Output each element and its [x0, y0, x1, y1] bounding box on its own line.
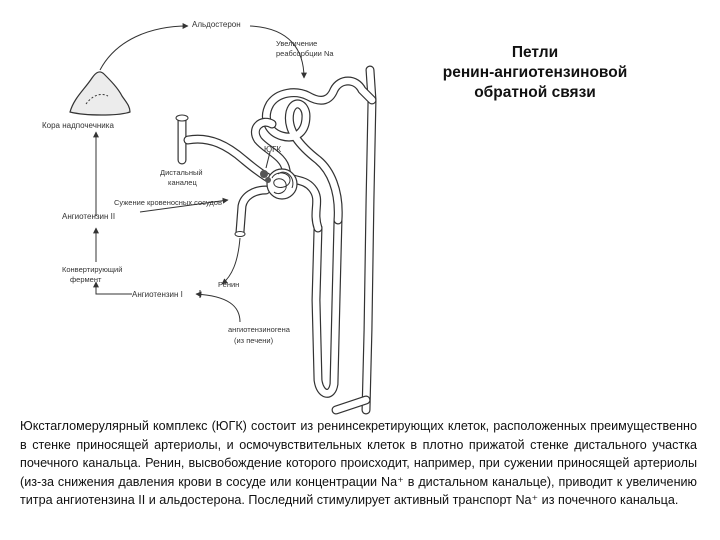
- label-adrenal-cortex: Кора надпочечника: [42, 121, 114, 130]
- label-angiotensinogen-line1: ангиотензиногена: [228, 325, 291, 334]
- arrow-angiotensin2-to-vessels: [139, 197, 229, 213]
- title-line3: обратной связи: [474, 84, 596, 101]
- arrow-aldosterone-to-kidney: [249, 25, 307, 79]
- label-distal-line1: Дистальный: [160, 168, 203, 177]
- label-converting-line1: Конвертирующий: [62, 265, 122, 274]
- arrow-angiotensinogen-to-angiotensin1: [195, 291, 241, 323]
- label-renin: Ренин: [218, 280, 239, 289]
- arrow-angiotensin1-to-angiotensin2: [93, 281, 132, 295]
- renin-angiotensin-diagram: Альдостерон Увеличение реабсорбции Na Ко…: [42, 20, 377, 415]
- label-vasoconstriction: Сужение кровеносных сосудов: [114, 198, 222, 207]
- loop-of-henle: [311, 215, 343, 398]
- label-jga: ЮГК: [264, 145, 281, 154]
- label-reabsorption-line1: Увеличение: [276, 39, 317, 48]
- arrow-jga-renin: [221, 237, 241, 285]
- title-line2: ренин-ангиотензиновой: [442, 64, 628, 81]
- title-line1: Петли: [511, 44, 559, 61]
- label-angiotensinogen-line2: (из печени): [234, 336, 274, 345]
- label-aldosterone: Альдостерон: [192, 20, 241, 29]
- label-distal-line2: каналец: [168, 178, 197, 187]
- arrow-adrenal-to-aldosterone: [99, 23, 189, 71]
- collecting-duct: [331, 65, 377, 415]
- label-angiotensin1: Ангиотензин I: [132, 290, 183, 299]
- label-converting-line2: фермент: [70, 275, 102, 284]
- label-reabsorption-line2: реабсорбции Na: [276, 49, 334, 58]
- distal-tubule: [262, 76, 377, 225]
- caption-text: Юкстагломерулярный комплекс (ЮГК) состои…: [20, 419, 697, 508]
- adrenal-gland: [69, 71, 131, 116]
- label-angiotensin2: Ангиотензин II: [62, 212, 115, 221]
- slide-title: Петли ренин-ангиотензиновой обратной свя…: [430, 43, 640, 103]
- glomerulus: [260, 168, 298, 200]
